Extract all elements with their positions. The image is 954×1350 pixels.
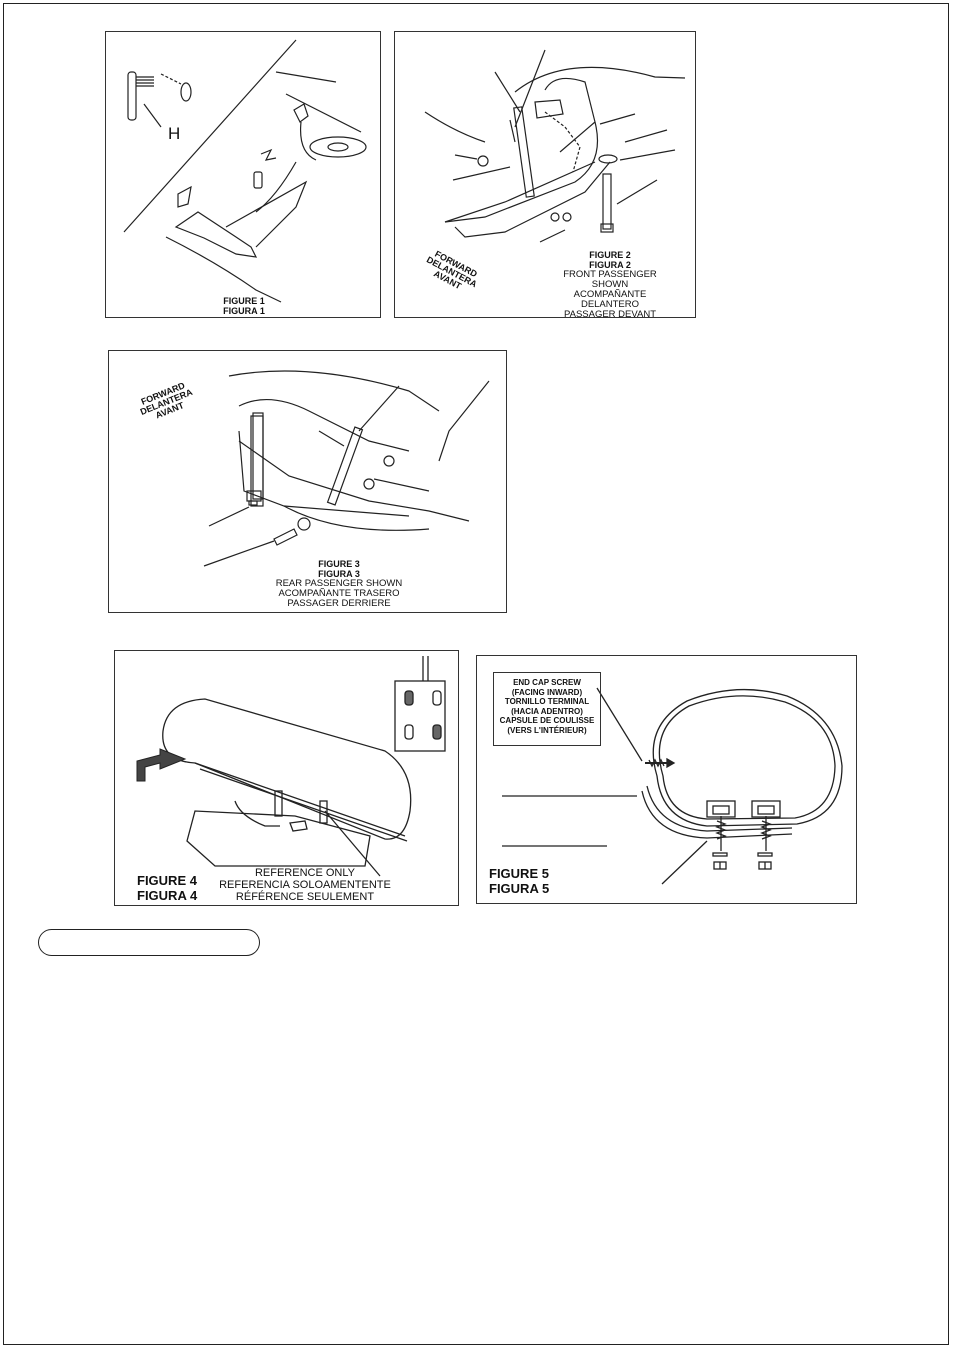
figure-2-illustration [424, 49, 686, 243]
section-heading-pill [38, 929, 260, 956]
figure-4-caption: FIGURE 4 FIGURA 4 [137, 873, 197, 903]
figure-1-caption-en: FIGURE 1 [223, 296, 265, 306]
figure-3-note-es: ACOMPAÑANTE TRASERO [278, 588, 400, 599]
figure-5-callout-line-5: CAPSULE DE COULISSE [499, 716, 595, 725]
figure-5-callout-box: END CAP SCREW (FACING INWARD) TORNILLO T… [493, 672, 601, 746]
figure-2-caption: FIGURE 2 FIGURA 2 FRONT PASSENGER SHOWN … [545, 250, 675, 320]
figure-3-illustration [203, 370, 490, 567]
figure-5-callout-line-2: (FACING INWARD) [511, 687, 583, 697]
figure-4-reference-note: REFERENCE ONLY REFERENCIA SOLOAMENTENTE … [217, 867, 393, 903]
figure-5-callout-line-6: (VERS L'INTÉRIEUR) [507, 725, 587, 735]
figure-4-reference-fr: RÉFÉRENCE SEULEMENT [235, 891, 375, 903]
figure-4-caption-es: FIGURA 4 [137, 888, 198, 903]
figure-5-caption: FIGURE 5 FIGURA 5 [489, 866, 549, 896]
figure-2-note-es: ACOMPAÑANTE DELANTERO [573, 289, 647, 310]
figure-2-caption-en: FIGURE 2 [589, 250, 631, 260]
figure-4-panel: REFERENCE ONLY REFERENCIA SOLOAMENTENTE … [114, 650, 459, 906]
figure-5-caption-es: FIGURA 5 [489, 881, 550, 896]
figure-5-callout-line-4: (HACIA ADENTRO) [511, 706, 583, 716]
figure-1-illustration [123, 39, 367, 303]
figure-2-note-fr: PASSAGER DEVANT [563, 309, 657, 320]
figure-1-caption: FIGURE 1 FIGURA 1 [206, 296, 282, 316]
figure-3-caption-en: FIGURE 3 [318, 559, 360, 569]
page-border [3, 3, 949, 1345]
figure-5-callout-line-3: TORNILLO TERMINAL [504, 697, 590, 706]
figure-5-illustration [502, 687, 843, 885]
figure-2-note-en: FRONT PASSENGER SHOWN [563, 269, 657, 290]
figure-5-caption-en: FIGURE 5 [489, 866, 549, 881]
figure-3-caption: FIGURE 3 FIGURA 3 REAR PASSENGER SHOWN A… [269, 559, 409, 609]
figure-3-note-fr: PASSAGER DERRIERE [287, 598, 391, 609]
figure-4-illustration [136, 656, 446, 877]
figure-1-panel: H FIGURE 1 FIGURA 1 [105, 31, 381, 318]
figure-3-note-en: REAR PASSENGER SHOWN [275, 578, 403, 589]
figure-4-caption-en: FIGURE 4 [137, 873, 197, 888]
figure-3-panel: FORWARD DELANTERA AVANT FIGURE 3 FIGURA … [108, 350, 507, 613]
figure-4-reference-en: REFERENCE ONLY [254, 867, 356, 879]
figure-3-caption-es: FIGURA 3 [318, 569, 360, 579]
figure-4-reference-es: REFERENCIA SOLOAMENTENTE [219, 879, 391, 891]
figure-1-letter: H [168, 124, 181, 143]
figure-2-panel: FORWARD DELANTERA AVANT FIGURE 2 FIGURA … [394, 31, 696, 320]
figure-1-caption-es: FIGURA 1 [223, 306, 265, 316]
figure-5-callout-line-1: END CAP SCREW [513, 678, 581, 687]
figure-5-panel: END CAP SCREW (FACING INWARD) TORNILLO T… [476, 655, 857, 904]
figure-2-caption-es: FIGURA 2 [589, 260, 631, 270]
